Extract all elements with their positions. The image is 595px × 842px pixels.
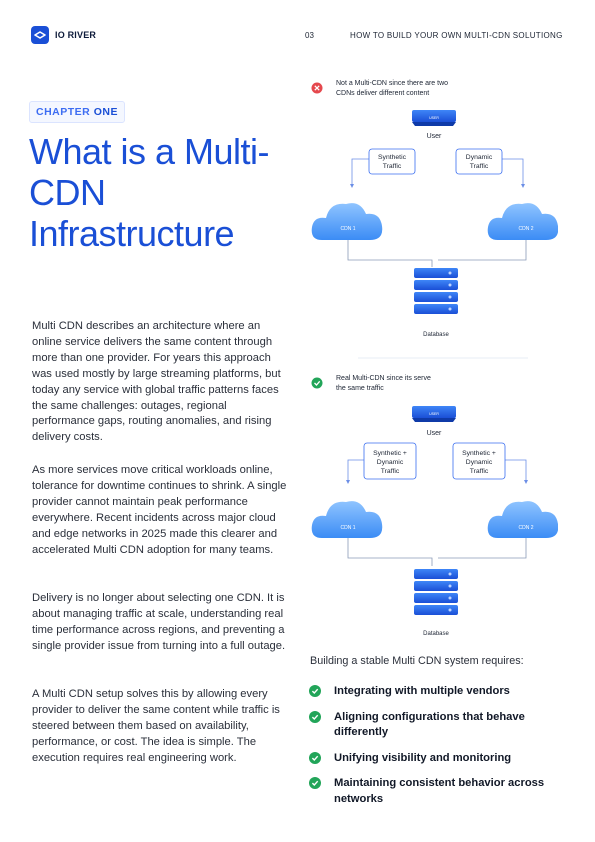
requirement-text: Aligning configurations that behave diff… bbox=[334, 710, 525, 739]
check-icon bbox=[309, 710, 321, 723]
list-item: Aligning configurations that behave diff… bbox=[309, 710, 579, 741]
brand-logo: IO RIVER bbox=[31, 26, 96, 44]
list-item: Integrating with multiple vendors bbox=[309, 684, 579, 700]
right-box-line3: Traffic bbox=[470, 468, 489, 475]
paragraph-2: As more services move critical workloads… bbox=[32, 464, 287, 556]
multi-cdn-diagrams: Not a Multi-CDN since there are two CDNs… bbox=[311, 80, 558, 637]
check-icon bbox=[309, 777, 321, 789]
check-icon bbox=[309, 685, 321, 697]
diagram-bottom-note-line1: Real Multi-CDN since its serve bbox=[336, 375, 431, 382]
left-box-line1: Synthetic bbox=[378, 154, 407, 161]
cdn1-label: CDN 1 bbox=[340, 226, 355, 232]
page-number: 03 bbox=[305, 31, 314, 40]
database-label: Database bbox=[423, 631, 449, 637]
database-icon bbox=[414, 569, 458, 615]
requirements-intro: Building a stable Multi CDN system requi… bbox=[310, 655, 524, 667]
diagram-top-note-line2: CDNs deliver different content bbox=[336, 90, 429, 97]
user-tag: USER bbox=[429, 412, 439, 416]
diagram-top-note-line1: Not a Multi-CDN since there are two bbox=[336, 80, 448, 87]
paragraph-1: Multi CDN describes an architecture wher… bbox=[32, 320, 281, 444]
synthetic-dynamic-traffic-box-left bbox=[363, 442, 417, 480]
diagram-not-multi-cdn: Not a Multi-CDN since there are two CDNs… bbox=[311, 80, 558, 338]
cdn2-label: CDN 2 bbox=[518, 525, 533, 531]
user-label: User bbox=[427, 430, 442, 437]
document-title: HOW TO BUILD YOUR OWN MULTI-CDN SOLUTION… bbox=[350, 31, 563, 40]
check-icon bbox=[311, 377, 323, 389]
cloud-icon bbox=[311, 203, 383, 240]
cloud-icon bbox=[487, 203, 558, 240]
page-title: What is a Multi-CDN Infrastructure bbox=[29, 131, 270, 254]
synthetic-dynamic-traffic-box-right bbox=[452, 442, 506, 480]
paragraph-4: A Multi CDN setup solves this by allowin… bbox=[32, 688, 280, 764]
left-box-line3: Traffic bbox=[381, 468, 400, 475]
user-device-icon: USER bbox=[412, 110, 456, 126]
brand-logo-icon bbox=[31, 26, 49, 44]
user-label: User bbox=[427, 133, 442, 140]
brand-name: IO RIVER bbox=[55, 30, 97, 40]
right-box-line2: Traffic bbox=[470, 163, 489, 170]
synthetic-traffic-box bbox=[368, 148, 416, 175]
chapter-number: ONE bbox=[93, 106, 118, 118]
database-icon bbox=[414, 268, 458, 314]
chapter-label: CHAPTER bbox=[36, 106, 91, 118]
user-device-icon: USER bbox=[412, 406, 456, 422]
database-label: Database bbox=[423, 332, 449, 338]
right-box-line1: Synthetic + bbox=[462, 450, 496, 457]
left-box-line2: Traffic bbox=[383, 163, 402, 170]
right-box-line1: Dynamic bbox=[466, 154, 493, 161]
diagram-real-multi-cdn: Real Multi-CDN since its serve the same … bbox=[311, 375, 558, 637]
list-item: Maintaining consistent behavior across n… bbox=[309, 776, 579, 807]
cdn1-label: CDN 1 bbox=[340, 525, 355, 531]
cloud-icon bbox=[487, 501, 558, 538]
chapter-badge: CHAPTER ONE bbox=[29, 101, 125, 123]
paragraph-3: Delivery is no longer about selecting on… bbox=[32, 592, 286, 652]
requirement-text: Maintaining consistent behavior across n… bbox=[334, 777, 545, 805]
cloud-icon bbox=[311, 501, 383, 538]
dynamic-traffic-box bbox=[455, 148, 503, 175]
left-box-line2: Dynamic bbox=[377, 459, 404, 466]
list-item: Unifying visibility and monitoring bbox=[309, 751, 579, 767]
requirement-text: Unifying visibility and monitoring bbox=[334, 751, 512, 764]
left-box-line1: Synthetic + bbox=[373, 450, 407, 457]
check-icon bbox=[309, 751, 321, 764]
requirements-list: Integrating with multiple vendors Aligni… bbox=[309, 684, 579, 817]
cdn2-label: CDN 2 bbox=[518, 226, 533, 232]
diagram-bottom-note-line2: the same traffic bbox=[336, 385, 384, 392]
cross-icon bbox=[311, 82, 323, 94]
user-tag: USER bbox=[429, 116, 439, 120]
requirement-text: Integrating with multiple vendors bbox=[334, 685, 510, 697]
right-box-line2: Dynamic bbox=[466, 459, 493, 466]
